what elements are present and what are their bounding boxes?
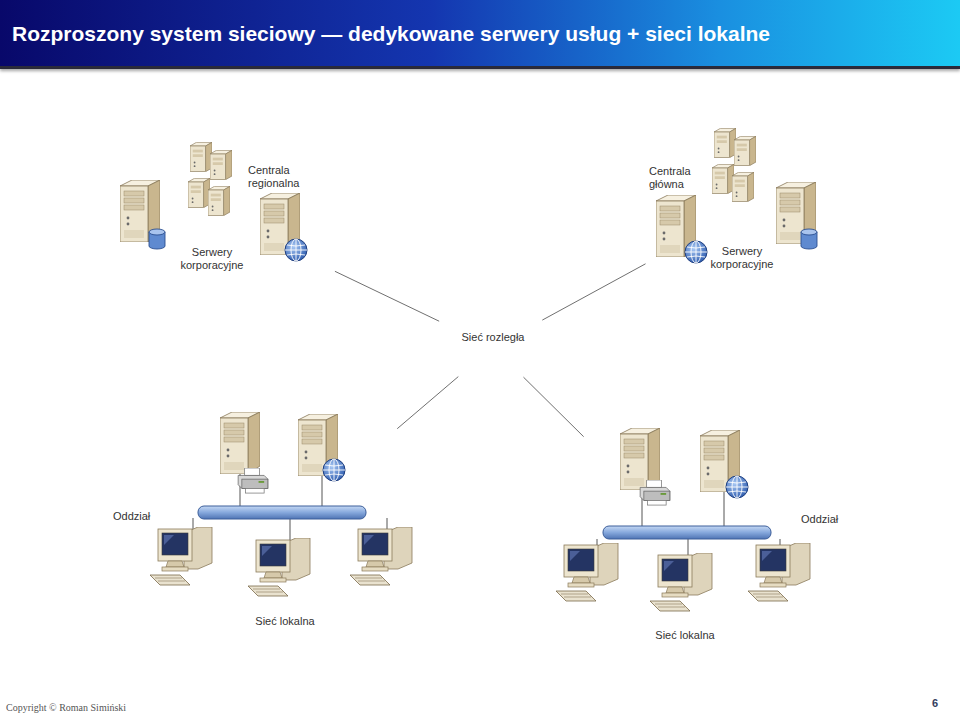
network-link [335,271,439,321]
region-outline [501,416,867,656]
node-title: Oddział [801,513,861,526]
network-link [542,264,645,320]
region-ellipse [616,141,854,289]
network-cloud: Sieć rozległa [401,314,585,380]
node-title: Centrala regionalna [248,164,314,190]
region-outline [97,144,367,300]
network-link [523,377,583,437]
page-number: 6 [932,697,938,709]
slide-title: Rozproszony system sieciowy — dedykowane… [12,22,770,46]
node-title: Oddział [113,510,173,523]
node-caption: Sieć lokalna [235,615,335,628]
node-title: Centrala główna [649,165,711,191]
copyright-note: Copyright © Roman Simiński [6,702,126,713]
region-ellipse [98,145,366,299]
branch-lan [150,412,412,596]
node-caption: Sieć lokalna [635,629,735,642]
site-region: Centrala głównaSerwery korporacyjne [615,140,855,290]
site-region: OddziałSieć lokalna [501,416,867,656]
network-link [397,377,458,429]
node-caption: Serwery korporacyjne [696,245,788,271]
server-group [656,128,817,263]
title-bar: Rozproszony system sieciowy — dedykowane… [0,0,960,69]
node-caption: Serwery korporacyjne [166,246,258,272]
site-region: OddziałSieć lokalna [99,399,465,655]
disc-side [403,338,583,376]
node-title: Sieć rozległa [401,331,585,344]
region-ellipse [502,417,866,655]
disc-outline [401,314,585,380]
branch-lan [556,428,810,611]
region-ellipse [100,400,464,654]
server-group [120,142,307,261]
site-region: Centrala regionalnaSerwery korporacyjne [97,144,367,300]
